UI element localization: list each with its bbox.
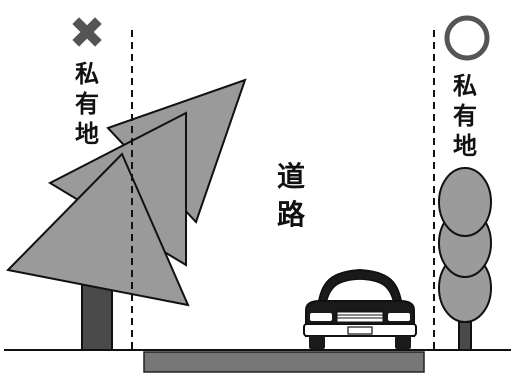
car-license-plate	[347, 326, 373, 335]
road-label-char-1: 道	[277, 160, 305, 193]
car-left-wheel	[309, 336, 325, 349]
car-right-wheel	[395, 336, 411, 349]
road-label-char-2: 路	[277, 198, 306, 231]
trimmed-shrub	[438, 167, 492, 351]
car-grille	[336, 311, 384, 323]
car-left-headlight	[310, 313, 332, 321]
tree-layer-bottom	[5, 152, 190, 307]
shrub-trunk	[458, 321, 472, 351]
right-private-land-char-3: 地	[453, 132, 477, 160]
left-private-land-char-3: 地	[75, 120, 99, 148]
car-windshield	[325, 278, 395, 304]
shrub-lobe-top	[438, 167, 492, 237]
road-strip	[143, 351, 425, 373]
left-private-land-char-2: 有	[75, 90, 99, 118]
tree-trunk	[81, 281, 113, 351]
car-icon	[303, 268, 417, 349]
circle-mark-icon	[444, 15, 490, 61]
right-private-land-char-1: 私	[453, 72, 477, 100]
right-private-land-char-2: 有	[453, 102, 477, 130]
car-right-headlight	[388, 313, 410, 321]
left-private-land-char-1: 私	[75, 60, 99, 88]
overhanging-tree	[5, 78, 247, 351]
cross-mark-icon: ✖	[69, 8, 106, 59]
